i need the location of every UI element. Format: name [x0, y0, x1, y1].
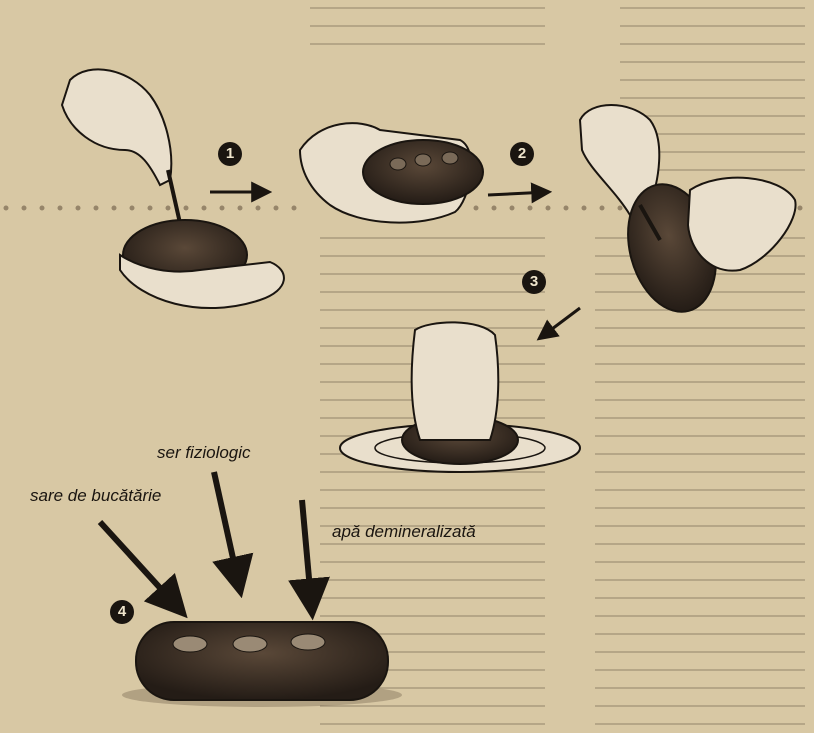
separator-dot — [618, 206, 623, 211]
separator-dot — [564, 206, 569, 211]
potato-2 — [363, 140, 483, 204]
step-3-badge: 3 — [522, 270, 546, 294]
separator-dot — [528, 206, 533, 211]
upper-hand — [62, 69, 171, 185]
label-salt: sare de bucătărie — [30, 486, 161, 506]
separator-dot — [274, 206, 279, 211]
separator-dot — [256, 206, 261, 211]
hole — [442, 152, 458, 164]
well-salt — [173, 636, 207, 652]
step-2-badge: 2 — [510, 142, 534, 166]
peeling-illustration — [580, 105, 796, 322]
label-water: apă demineralizată — [332, 522, 476, 542]
separator-dot — [492, 206, 497, 211]
separator-dot — [4, 206, 9, 211]
hole — [390, 158, 406, 170]
separator-dot — [582, 206, 587, 211]
separator-dot — [220, 206, 225, 211]
separator-dot — [474, 206, 479, 211]
background-text-texture — [310, 8, 805, 724]
arrow-water — [302, 500, 312, 612]
potato-4 — [136, 622, 388, 700]
separator-dot — [184, 206, 189, 211]
label-saline: ser fiziologic — [157, 443, 251, 463]
step-1-illustration — [62, 69, 284, 308]
arrow-saline — [214, 472, 240, 590]
separator-dot — [238, 206, 243, 211]
separator-dot — [40, 206, 45, 211]
separator-dot — [166, 206, 171, 211]
separator-dot — [94, 206, 99, 211]
hole — [415, 154, 431, 166]
arrow-step-3 — [540, 308, 580, 338]
separator-dot — [546, 206, 551, 211]
step-4-badge: 4 — [110, 600, 134, 624]
separator-dot — [798, 206, 803, 211]
separator-dot — [600, 206, 605, 211]
separator-dot — [22, 206, 27, 211]
well-water — [291, 634, 325, 650]
step-1-badge: 1 — [218, 142, 242, 166]
pressing-hand — [412, 322, 499, 440]
well-saline — [233, 636, 267, 652]
step-3-illustration — [340, 322, 580, 472]
separator-dot — [58, 206, 63, 211]
separator-dot — [76, 206, 81, 211]
separator-dot — [510, 206, 515, 211]
separator-dot — [202, 206, 207, 211]
separator-dot — [292, 206, 297, 211]
separator-dot — [112, 206, 117, 211]
separator-dot — [148, 206, 153, 211]
step-2-illustration — [300, 123, 483, 222]
arrow-salt — [100, 522, 182, 612]
step-4-illustration — [122, 622, 402, 707]
arrow-step-2 — [488, 192, 548, 195]
separator-dot — [130, 206, 135, 211]
